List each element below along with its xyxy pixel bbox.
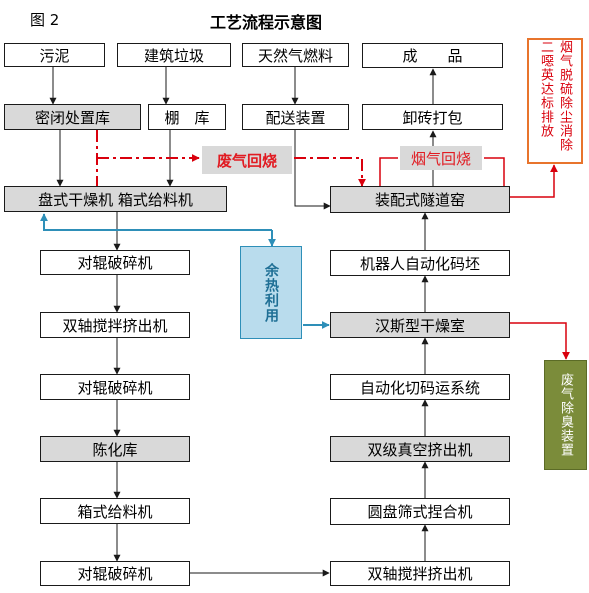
node-sludge: 污泥 — [4, 43, 105, 67]
node-delivery-device: 配送装置 — [242, 104, 349, 130]
flue-gas-paths — [379, 157, 570, 360]
node-aging-depot: 陈化库 — [40, 436, 190, 462]
node-natural-gas-fuel: 天然气燃料 — [242, 43, 349, 67]
figure-label: 图 2 — [30, 11, 60, 29]
node-roller-crusher-2: 对辊破碎机 — [40, 374, 190, 400]
node-hans-dryer: 汉斯型干燥室 — [330, 312, 510, 338]
arrow-delivery-to-kiln — [294, 130, 331, 210]
waste-gas-return-path — [96, 130, 366, 187]
node-sealed-depot: 密闭处置库 — [4, 104, 141, 130]
node-unload-pack: 卸砖打包 — [362, 104, 503, 130]
node-finished-product: 成 品 — [362, 43, 503, 68]
node-vacuum-extruder: 双级真空挤出机 — [330, 436, 510, 462]
label-waste-gas-return: 废气回烧 — [202, 146, 292, 174]
node-roller-crusher-3: 对辊破碎机 — [40, 561, 190, 586]
node-roller-crusher-1: 对辊破碎机 — [40, 250, 190, 275]
node-disc-screen-mixer: 圆盘筛式捏合机 — [330, 498, 510, 525]
label-flue-gas-return: 烟气回烧 — [400, 146, 482, 170]
node-tunnel-kiln: 装配式隧道窑 — [330, 186, 510, 213]
node-disc-dryer-box-feeder: 盘式干燥机 箱式给料机 — [4, 186, 227, 212]
waste-heat-paths — [40, 213, 330, 329]
node-flue-gas-treatment: 烟气脱硫除尘消除二噁英达标排放 — [527, 38, 583, 164]
node-auto-cut-stack: 自动化切码运系统 — [330, 374, 510, 400]
node-waste-heat-use: 余热利用 — [240, 246, 302, 339]
node-twin-shaft-extruder-1: 双轴搅拌挤出机 — [40, 312, 190, 338]
node-robot-stacker: 机器人自动化码坯 — [330, 250, 510, 276]
node-twin-shaft-extruder-2: 双轴搅拌挤出机 — [330, 561, 510, 586]
node-construction-waste: 建筑垃圾 — [117, 43, 231, 67]
node-deodorization: 废气除臭装置 — [544, 360, 587, 470]
node-box-feeder: 箱式给料机 — [40, 498, 190, 524]
figure-title: 工艺流程示意图 — [210, 13, 323, 32]
node-shed-depot: 棚 库 — [148, 104, 226, 130]
